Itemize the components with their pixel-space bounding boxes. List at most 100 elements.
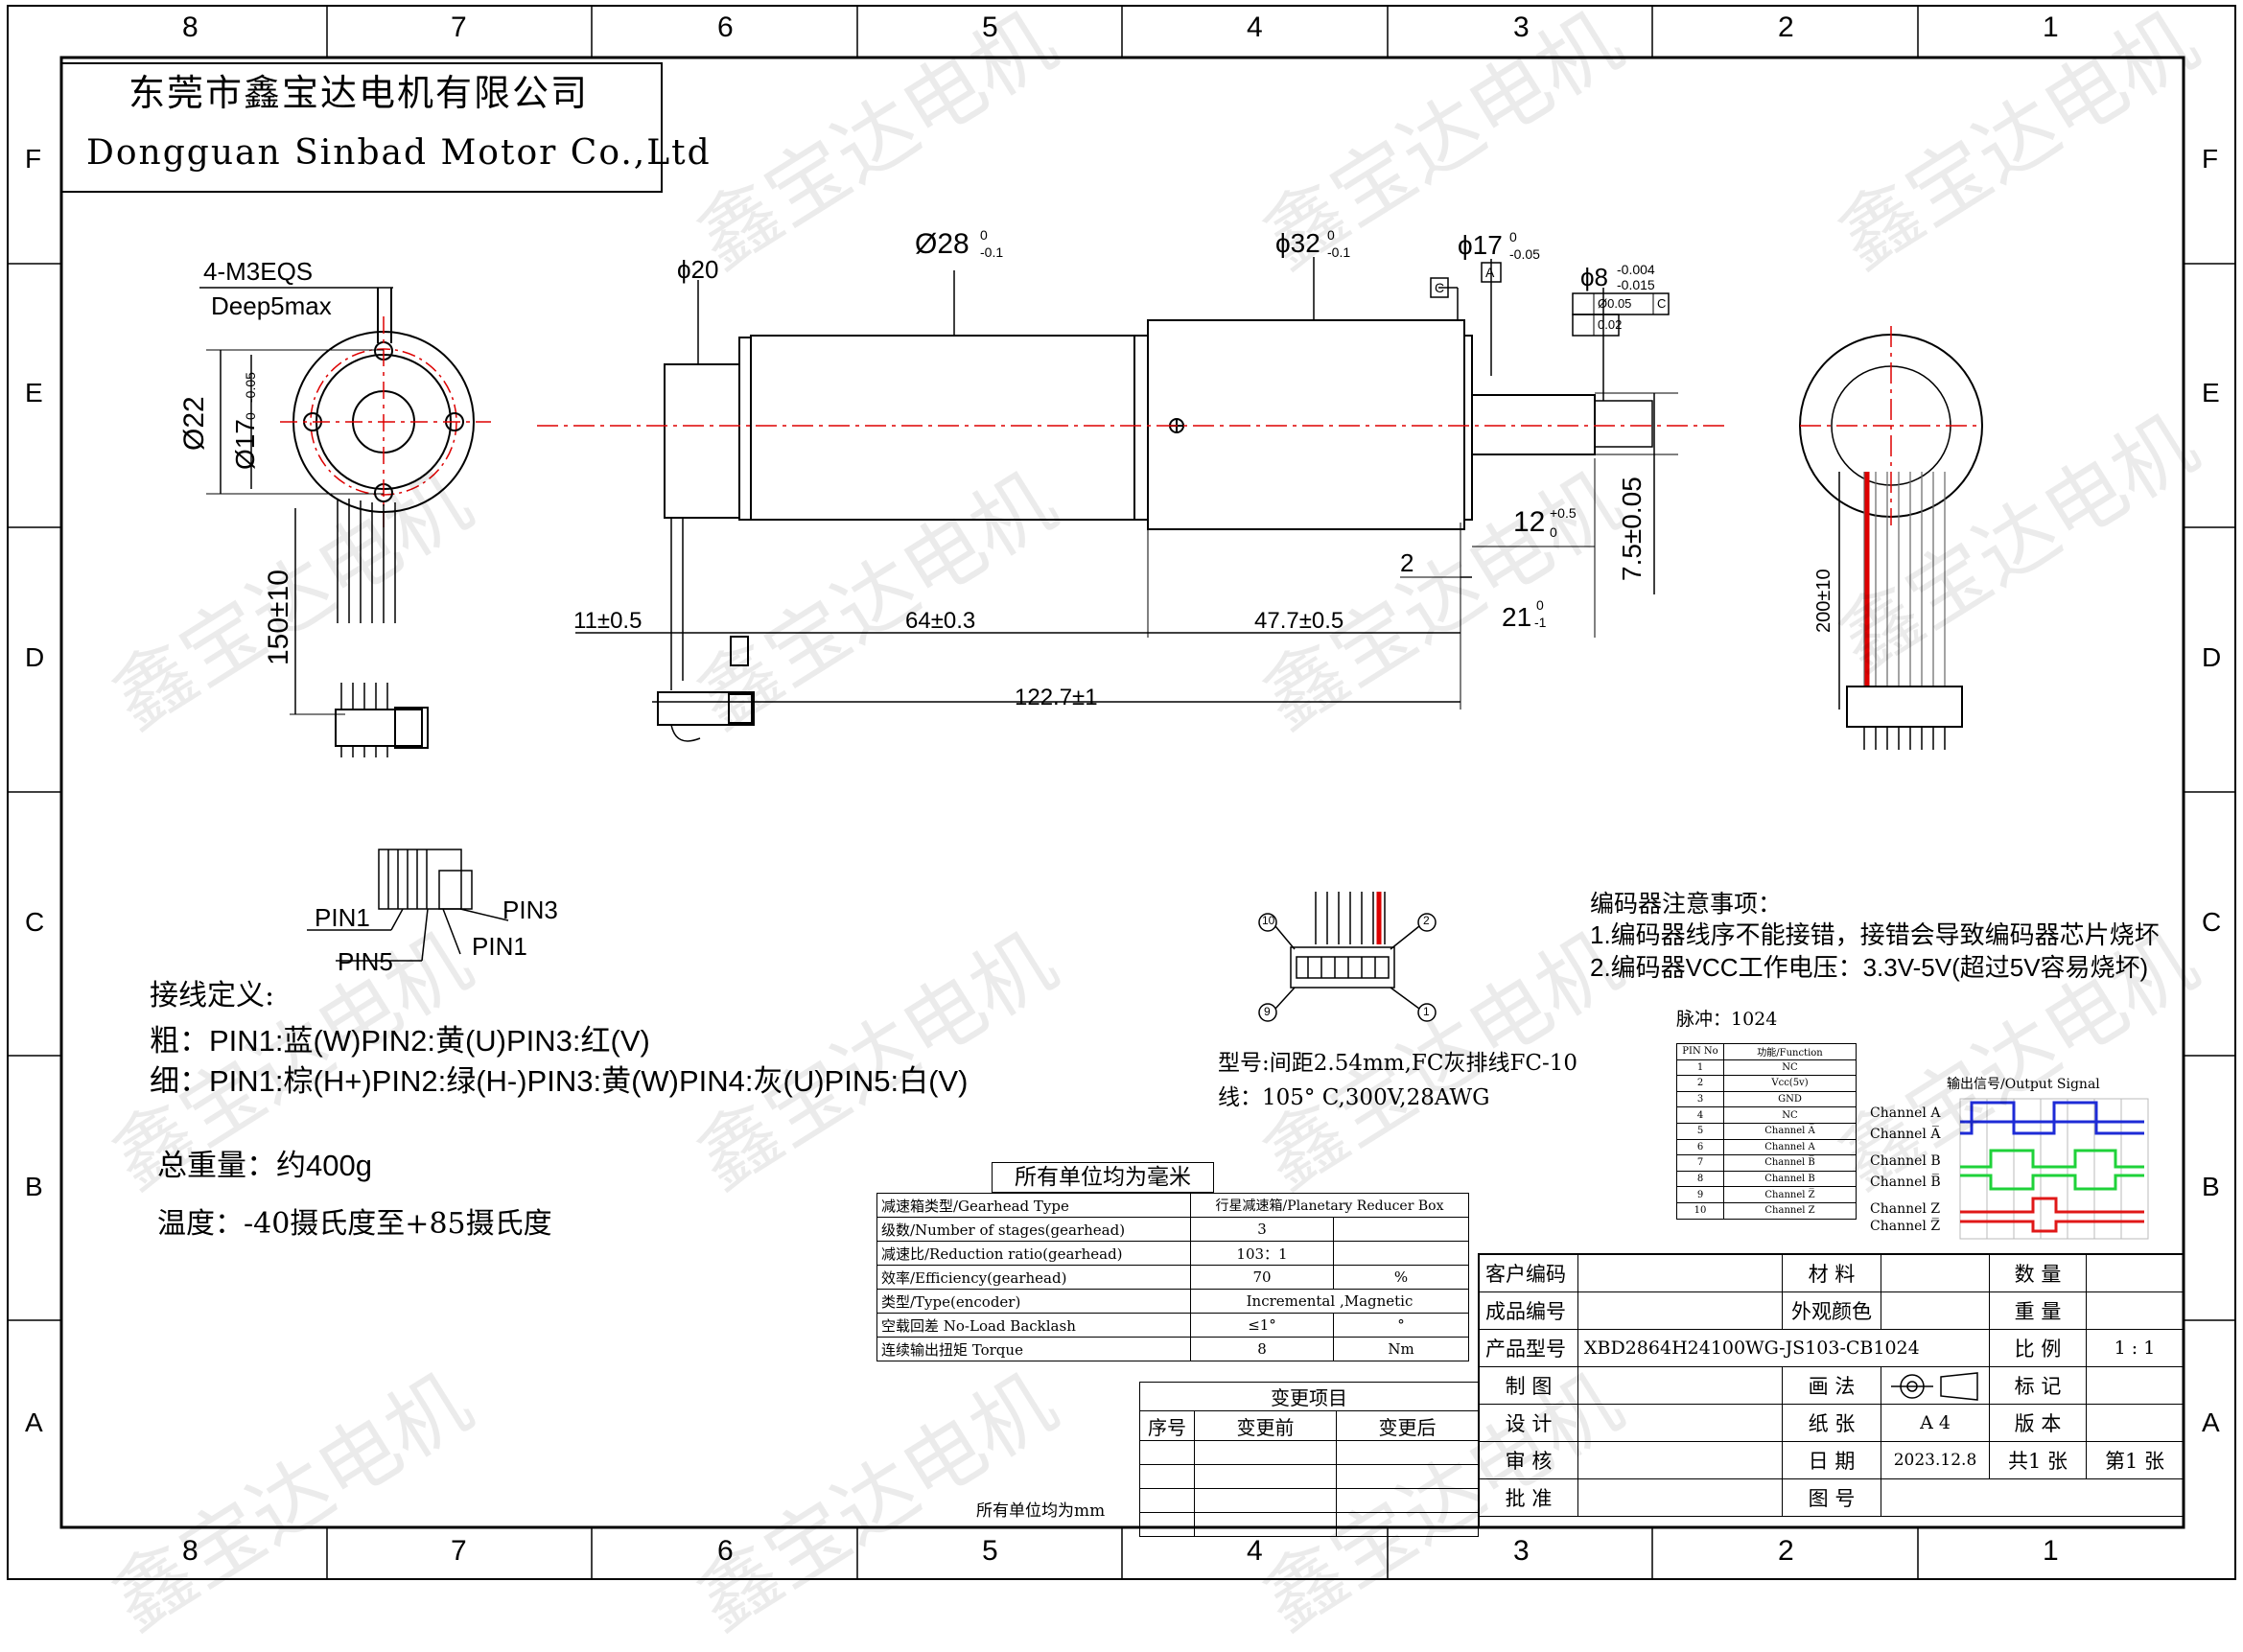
table-row bbox=[1139, 1512, 1479, 1537]
col-label-1-bottom: 1 bbox=[2043, 1535, 2059, 1567]
fc-pin2-mark: 2 bbox=[1423, 914, 1430, 927]
col-label-5-top: 5 bbox=[982, 12, 998, 43]
model-label: 产品型号 bbox=[1479, 1329, 1578, 1367]
wiring-thick: 粗：PIN1:蓝(W)PIN2:黄(U)PIN3:红(V) bbox=[150, 1024, 650, 1058]
dim-12-tol-up: +0.5 bbox=[1550, 505, 1577, 521]
table-row bbox=[1139, 1440, 1479, 1465]
side-view bbox=[537, 257, 1726, 742]
title-block: 客户编码 材 料 数 量 成品编号 外观颜色 重 量 产品型号 XBD2864H… bbox=[1479, 1254, 2184, 1517]
gdt-runout: 0.02 bbox=[1598, 317, 1623, 332]
pin1-label-b: PIN1 bbox=[472, 932, 527, 961]
col-label-7-top: 7 bbox=[451, 12, 467, 43]
table-row: 减速比/Reduction ratio(gearhead)103：1 bbox=[876, 1241, 1469, 1266]
dim-d32-tol-up: 0 bbox=[1327, 227, 1335, 243]
signal-label-a-bar: Channel A̅ bbox=[1870, 1127, 1941, 1142]
dim-d22: Ø22 bbox=[178, 396, 210, 451]
review-label: 审 核 bbox=[1479, 1441, 1578, 1479]
table-row: 类型/Type(encoder)Incremental ,Magnetic bbox=[876, 1289, 1469, 1314]
col-label-1-top: 1 bbox=[2043, 12, 2059, 43]
col-label-5-bottom: 5 bbox=[982, 1535, 998, 1567]
gdt-tolerance: Ø0.05 bbox=[1598, 296, 1632, 311]
dim-d17-left-tol-low: -0.05 bbox=[243, 372, 258, 403]
col-label-6-top: 6 bbox=[717, 12, 734, 43]
table-row bbox=[1139, 1464, 1479, 1489]
row-label-f-left: F bbox=[25, 144, 42, 174]
thread-spec: 4-M3EQS bbox=[203, 257, 314, 286]
col-label-2-top: 2 bbox=[1778, 12, 1794, 43]
drawing-canvas bbox=[7, 5, 2236, 1580]
row-label-b-left: B bbox=[25, 1172, 43, 1201]
dim-d17-left: Ø17 bbox=[230, 419, 260, 470]
pin1-label-a: PIN1 bbox=[315, 903, 370, 932]
units-footer: 所有单位均为mm bbox=[976, 1501, 1106, 1521]
pin3-label: PIN3 bbox=[502, 896, 558, 924]
dim-d17-top-tol-up: 0 bbox=[1509, 229, 1517, 244]
dim-d8-tol-low: -0.015 bbox=[1617, 277, 1655, 292]
encoder-note-1: 1.编码器线序不能接错，接错会导致编码器芯片烧坏 bbox=[1590, 920, 2160, 949]
dim-d32: ϕ32 bbox=[1275, 228, 1320, 258]
signal-waveforms bbox=[1960, 1101, 2144, 1233]
company-name-en: Dongguan Sinbad Motor Co.,Ltd bbox=[86, 133, 712, 173]
design-label: 设 计 bbox=[1479, 1404, 1578, 1442]
dim-d17-top: ϕ17 bbox=[1458, 230, 1503, 260]
customer-code-label: 客户编码 bbox=[1479, 1254, 1578, 1292]
quantity-label: 数 量 bbox=[1989, 1254, 2087, 1292]
dim-d28-tol-up: 0 bbox=[980, 227, 988, 243]
dim-total-length: 122.7±1 bbox=[1015, 685, 1098, 710]
dim-wire-length-right: 200±10 bbox=[1813, 569, 1834, 633]
weight-label: 重 量 bbox=[1989, 1291, 2087, 1330]
encoder-note-2: 2.编码器VCC工作电压：3.3V-5V(超过5V容易烧坏) bbox=[1590, 953, 2149, 982]
signal-label-b: Channel B bbox=[1870, 1153, 1941, 1169]
thread-depth: Deep5max bbox=[211, 291, 332, 320]
dim-21-tol-up: 0 bbox=[1536, 597, 1544, 613]
row-label-a-right: A bbox=[2202, 1408, 2220, 1437]
date-value: 2023.12.8 bbox=[1881, 1441, 1990, 1479]
fc-pin9-mark: 9 bbox=[1264, 1005, 1271, 1018]
table-row: 空载回差 No-Load Backlash≤1°° bbox=[876, 1313, 1469, 1338]
left-end-view bbox=[199, 287, 491, 757]
spec-table-title: 所有单位均为毫米 bbox=[992, 1162, 1214, 1193]
company-box bbox=[60, 62, 663, 193]
pulse-count: 脉冲：1024 bbox=[1676, 1009, 1778, 1030]
dim-64: 64±0.3 bbox=[905, 608, 976, 634]
dim-11: 11±0.5 bbox=[573, 608, 643, 634]
fc-pin10-mark: 10 bbox=[1262, 914, 1275, 927]
table-header: 变更后 bbox=[1336, 1410, 1479, 1441]
row-label-e-right: E bbox=[2202, 378, 2220, 407]
sheet-number: 第1 张 bbox=[2086, 1441, 2184, 1479]
dim-d8: ϕ8 bbox=[1580, 263, 1609, 291]
dim-47-7: 47.7±0.5 bbox=[1254, 608, 1344, 634]
right-end-view bbox=[1799, 326, 1983, 750]
row-label-d-right: D bbox=[2202, 642, 2222, 672]
scale-value: 1 : 1 bbox=[2086, 1329, 2184, 1367]
drawing-number-label: 图 号 bbox=[1782, 1478, 1881, 1517]
table-header: PIN No bbox=[1676, 1043, 1724, 1060]
row-label-d-left: D bbox=[25, 642, 45, 672]
dim-d8-tol-up: -0.004 bbox=[1617, 262, 1655, 277]
col-label-4-top: 4 bbox=[1247, 12, 1263, 43]
table-row: 效率/Efficiency(gearhead)70% bbox=[876, 1265, 1469, 1290]
fc-connector bbox=[1258, 892, 1437, 1022]
col-label-3-top: 3 bbox=[1513, 12, 1530, 43]
col-label-6-bottom: 6 bbox=[717, 1535, 734, 1567]
appearance-label: 外观颜色 bbox=[1782, 1291, 1881, 1330]
signal-label-z-bar: Channel Z̅ bbox=[1870, 1219, 1941, 1234]
row-label-f-right: F bbox=[2202, 144, 2219, 174]
date-label: 日 期 bbox=[1782, 1441, 1881, 1479]
product-code-label: 成品编号 bbox=[1479, 1291, 1578, 1330]
paper-label: 纸 张 bbox=[1782, 1404, 1881, 1442]
model-value: XBD2864H24100WG-JS103-CB1024 bbox=[1577, 1329, 1990, 1367]
table-header: 变更前 bbox=[1194, 1410, 1337, 1441]
col-label-8-top: 8 bbox=[182, 12, 199, 43]
dim-7-5: 7.5±0.05 bbox=[1617, 477, 1647, 581]
